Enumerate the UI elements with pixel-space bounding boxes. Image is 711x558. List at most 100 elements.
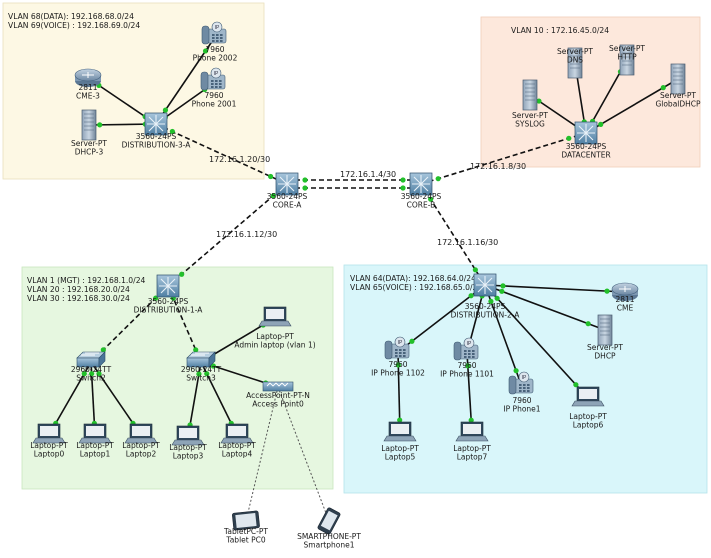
port-up-indicator <box>193 347 199 353</box>
server-icon <box>522 79 538 111</box>
device-model-label: 7960 <box>205 45 224 54</box>
port-up-indicator <box>100 347 106 353</box>
port-up-indicator <box>96 371 102 377</box>
zone-label-bl: VLAN 1 (MGT) : 192.168.1.0/24 VLAN 20 : … <box>27 276 146 303</box>
device-name-label: Access Point0 <box>252 400 304 409</box>
link-label-coreb-d2a: 172.16.1.16/30 <box>437 238 498 247</box>
svg-text:VLAN 65(VOICE) : 192.168.65.0/: VLAN 65(VOICE) : 192.168.65.0/24 <box>350 283 482 292</box>
port-up-indicator <box>302 177 308 183</box>
device-model-label: 3560-24PS <box>267 192 308 201</box>
svg-text:VLAN 30 : 192.168.30.0/24: VLAN 30 : 192.168.30.0/24 <box>27 294 130 303</box>
laptop-icon <box>455 421 489 442</box>
device-model-label: 2960-24TT <box>71 365 112 374</box>
link-dist1a-sw3 <box>167 285 202 363</box>
port-up-indicator <box>660 85 666 91</box>
link-coreb-dc <box>420 132 587 185</box>
device-model-label: Laptop-PT <box>256 332 294 341</box>
link-corea-dist1a <box>167 183 288 287</box>
device-model-label: AccessPoint-PT-N <box>246 391 310 400</box>
ip-phone-icon: IP <box>201 21 227 45</box>
svg-text:IP: IP <box>398 340 403 346</box>
device-name-label: Switch2 <box>76 374 106 383</box>
laptop-icon <box>571 386 605 407</box>
port-up-indicator <box>500 283 506 289</box>
device-model-label: Laptop-PT <box>569 412 607 421</box>
device-model-label: Laptop-PT <box>169 443 207 452</box>
port-up-indicator <box>585 321 591 327</box>
port-up-indicator <box>81 371 87 377</box>
device-model-label: 7960 <box>457 361 476 370</box>
port-up-indicator <box>162 107 169 113</box>
link-dist3a-corea <box>155 123 288 185</box>
svg-text:VLAN 69(VOICE) : 192.168.69.0/: VLAN 69(VOICE) : 192.168.69.0/24 <box>8 21 140 30</box>
laptop-icon <box>171 425 205 446</box>
device-name-label: Laptop5 <box>385 453 416 462</box>
port-up-indicator <box>604 288 610 294</box>
router-icon <box>611 282 639 301</box>
link-label-coreb-dc: 172.16.1.8/30 <box>470 162 526 171</box>
device-model-label: Server-PT <box>512 111 548 120</box>
laptop-icon <box>258 306 292 327</box>
laptop-icon <box>124 423 158 444</box>
port-up-indicator <box>400 177 406 183</box>
port-up-indicator <box>302 185 308 191</box>
port-up-indicator <box>472 267 478 273</box>
link-dist2a-dhcp <box>484 284 606 331</box>
port-up-indicator <box>202 48 209 54</box>
port-up-indicator <box>97 122 103 128</box>
device-model-label: 3560-24PS <box>566 142 607 151</box>
device-name-label: DISTRIBUTION-2-A <box>451 311 521 320</box>
ip-phone-icon: IP <box>453 337 479 361</box>
device-model-label: Laptop-PT <box>30 441 68 450</box>
device-name-label: Laptop6 <box>573 421 604 430</box>
svg-text:VLAN 64(DATA): 192.168.64.0/24: VLAN 64(DATA): 192.168.64.0/24 <box>350 274 476 283</box>
server-icon <box>670 63 686 95</box>
device-model-label: 3560-24PS <box>401 192 442 201</box>
ip-phone-icon: IP <box>384 336 410 360</box>
device-name-label: Tablet PC0 <box>225 536 265 545</box>
smartphone-icon <box>317 507 341 535</box>
multilayer-switch-icon <box>473 273 497 297</box>
tablet-icon <box>232 510 260 531</box>
device-name-label: CME-3 <box>76 92 100 101</box>
port-up-indicator <box>179 271 185 277</box>
port-up-indicator <box>395 362 401 368</box>
device-name-label: SYSLOG <box>515 120 545 129</box>
link-dist2a-lap6 <box>484 284 589 399</box>
port-up-indicator <box>465 363 471 369</box>
